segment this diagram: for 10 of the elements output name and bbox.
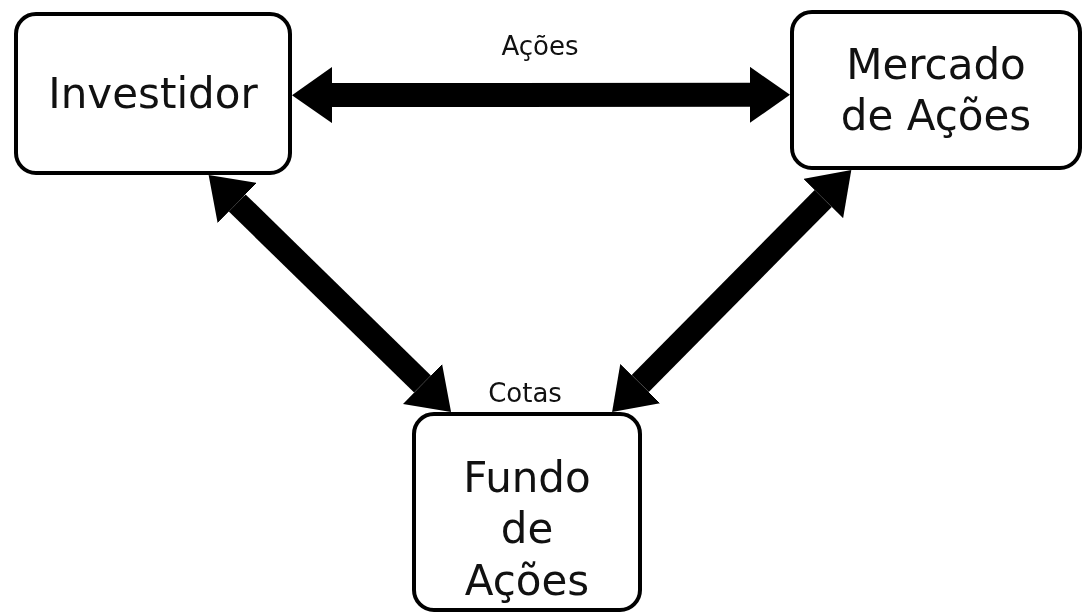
double-arrow — [612, 170, 852, 412]
double-arrow — [208, 175, 452, 412]
box-text: Fundo de Ações — [462, 452, 592, 606]
rounded-box — [412, 412, 642, 612]
rounded-box — [14, 12, 292, 175]
label-text: Cotas — [488, 378, 562, 408]
rounded-box — [790, 10, 1082, 170]
box-text: Investidor — [48, 67, 258, 120]
box-text: Mercado de Ações — [839, 38, 1033, 142]
double-arrow — [292, 66, 790, 124]
